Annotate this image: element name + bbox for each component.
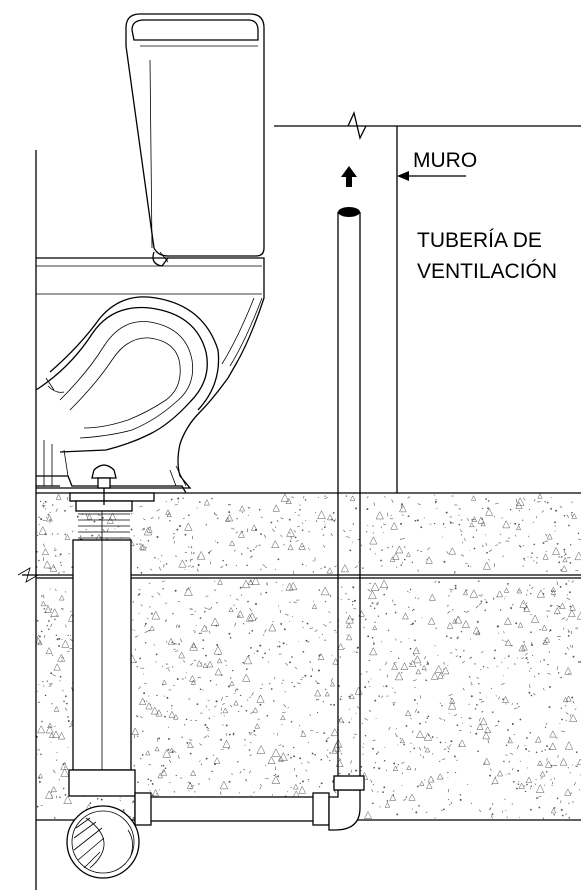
toilet-base (36, 475, 187, 494)
closet-flange (69, 492, 155, 539)
arrow-left-icon (397, 171, 409, 181)
vent-pipe (337, 207, 361, 790)
tank-lid (131, 19, 259, 41)
wall-line (274, 111, 581, 493)
main-sewer-pipe (66, 805, 140, 879)
toilet-bowl (36, 257, 265, 489)
arrow-up-icon (341, 166, 357, 187)
floor-slab-texture (36, 493, 581, 575)
wall-pointer (397, 171, 466, 181)
toilet-tank (125, 13, 265, 257)
vent-flow-arrow (341, 166, 357, 187)
toilet (35, 13, 265, 505)
vent-elbow (328, 775, 365, 831)
wall-label: MURO (413, 149, 477, 172)
toilet-trapway (35, 306, 208, 453)
vent-label-line1: TUBERÍA DE (417, 229, 542, 252)
drain-pipe (68, 505, 136, 797)
horizontal-branch (134, 792, 330, 826)
vent-label-line2: VENTILACIÓN (417, 260, 557, 283)
closet-bolt (91, 464, 117, 505)
floor-slab (36, 492, 581, 575)
